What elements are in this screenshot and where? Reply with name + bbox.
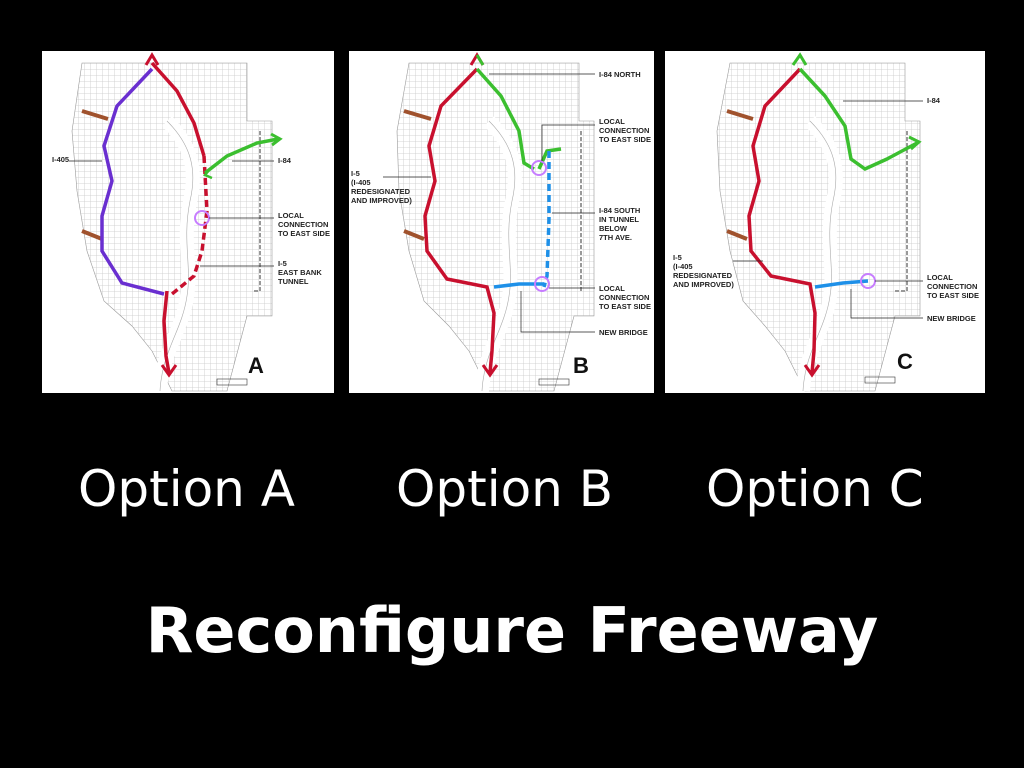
label-local-top-2: CONNECTION — [599, 126, 649, 135]
label-local-3: TO EAST SIDE — [927, 291, 979, 300]
label-i5-2: (I-405 — [351, 178, 371, 187]
route-i5 — [423, 67, 496, 374]
label-local-top-3: TO EAST SIDE — [599, 135, 651, 144]
route-new-bridge — [814, 279, 869, 289]
route-i84-south-tunnel — [542, 151, 551, 288]
route-i84 — [798, 67, 918, 172]
label-new-bridge: NEW BRIDGE — [927, 314, 976, 323]
option-c-map: I-84 I-5 (I-405 REDESIGNATED AND IMPROVE… — [665, 51, 985, 393]
label-i5-1: I-5 — [351, 169, 360, 178]
label-new-bridge: NEW BRIDGE — [599, 328, 648, 337]
label-i5-3: REDESIGNATED — [351, 187, 411, 196]
local-connection-circle-top — [531, 160, 547, 176]
route-i5-north — [150, 61, 206, 157]
label-i5-2: EAST BANK — [278, 268, 322, 277]
label-i5-3: REDESIGNATED — [673, 271, 733, 280]
label-local-2: CONNECTION — [927, 282, 977, 291]
label-i84: I-84 — [927, 96, 941, 105]
route-i5 — [747, 67, 817, 374]
label-local-bot-2: CONNECTION — [599, 293, 649, 302]
route-i5-south — [162, 290, 171, 374]
option-letter: C — [897, 349, 913, 374]
label-i84-south-2: IN TUNNEL — [599, 215, 639, 224]
label-i405: I-405 — [52, 155, 69, 164]
route-east-bank-tunnel — [170, 155, 209, 296]
label-local-bot-3: TO EAST SIDE — [599, 302, 651, 311]
option-letter: B — [573, 353, 589, 378]
label-local-2: CONNECTION — [278, 220, 328, 229]
label-i84-north: I-84 NORTH — [599, 70, 641, 79]
label-i5-1: I-5 — [278, 259, 287, 268]
option-b-map: I-84 NORTH LOCAL CONNECTION TO EAST SIDE… — [349, 51, 654, 393]
label-i5-2: (I-405 — [673, 262, 693, 271]
route-i405 — [100, 67, 165, 296]
label-local-1: LOCAL — [927, 273, 953, 282]
label-local-top-1: LOCAL — [599, 117, 625, 126]
label-i5-3: TUNNEL — [278, 277, 309, 286]
label-i5-4: AND IMPROVED) — [673, 280, 734, 289]
ramp-west-1 — [726, 109, 754, 121]
label-local-3: TO EAST SIDE — [278, 229, 330, 238]
label-i84: I-84 — [278, 156, 292, 165]
local-connection-circle-bottom — [534, 276, 550, 292]
city-grid — [71, 62, 273, 392]
option-b-label: Option B — [396, 460, 614, 518]
option-a-map: I-405 I-84 LOCAL CONNECTION TO EAST SIDE… — [42, 51, 334, 393]
label-local-bot-1: LOCAL — [599, 284, 625, 293]
ramp-west-1 — [81, 109, 109, 121]
route-i84 — [203, 137, 279, 175]
label-i84-south-3: BELOW — [599, 224, 628, 233]
ramp-west-2 — [403, 229, 425, 241]
ramp-west-1 — [403, 109, 432, 121]
option-c-label: Option C — [706, 460, 924, 518]
route-i84-north — [475, 67, 535, 171]
label-i84-south-4: 7TH AVE. — [599, 233, 632, 242]
option-a-label: Option A — [78, 460, 295, 518]
label-local-1: LOCAL — [278, 211, 304, 220]
slide-title: Reconfigure Freeway — [145, 594, 879, 667]
label-i5-1: I-5 — [673, 253, 682, 262]
ramp-west-2 — [81, 229, 103, 241]
option-letter: A — [248, 353, 264, 378]
label-i84-south-1: I-84 SOUTH — [599, 206, 640, 215]
label-i5-4: AND IMPROVED) — [351, 196, 412, 205]
ramp-west-2 — [726, 229, 748, 241]
